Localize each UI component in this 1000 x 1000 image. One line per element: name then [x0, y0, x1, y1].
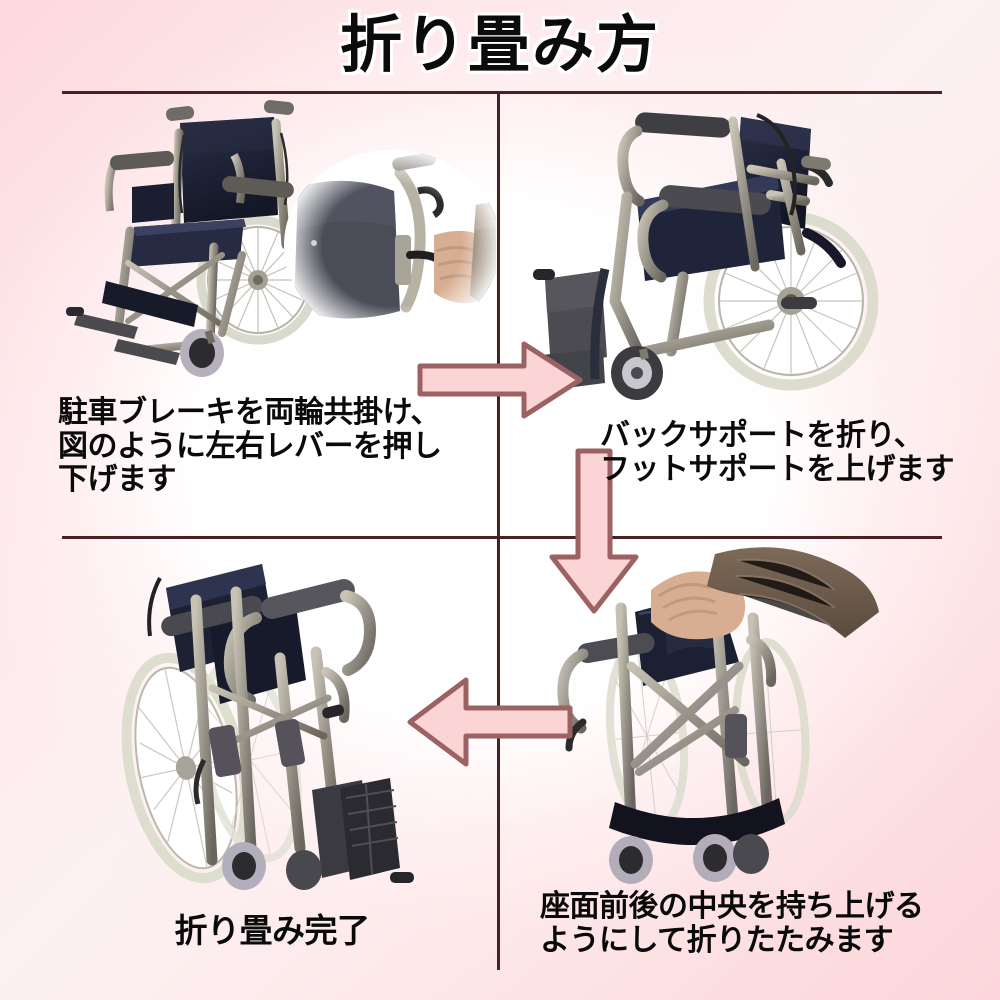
calf-strap: [609, 798, 785, 846]
foot-support-left: [66, 307, 138, 339]
armrest-pads: [161, 579, 377, 706]
arrow-left-icon: [407, 677, 573, 767]
armrest-left: [104, 150, 174, 223]
front-caster: [611, 346, 663, 400]
casters: [609, 834, 769, 884]
calf-strap: [102, 281, 198, 327]
brake-clamp: [725, 714, 747, 758]
axle-nut: [781, 297, 817, 309]
wheelchair-upright-illustration: [66, 100, 496, 377]
armrest-right: [222, 153, 294, 204]
step-1-photo: [62, 95, 496, 535]
brake-cable: [147, 577, 162, 637]
brake-lever-detail-inset: [284, 150, 496, 340]
step-4-photo: [501, 540, 942, 980]
arrow-right-icon: [417, 341, 583, 419]
foot-support-right: [114, 339, 180, 365]
hands-folding-illustration: [557, 547, 879, 884]
back-support: [180, 117, 278, 223]
step-3-caption: 折り畳み完了: [174, 911, 371, 950]
wheelchair-folded-illustration: [121, 564, 414, 890]
rear-caster: [286, 850, 322, 890]
brake-cable-left: [178, 134, 186, 214]
handle-grip-left: [166, 106, 195, 121]
brake-assembly: [147, 577, 306, 805]
front-caster: [180, 329, 224, 377]
divider-top-horizontal: [62, 91, 942, 94]
strap: [802, 228, 846, 268]
brake-cable-right: [279, 132, 289, 206]
foot-plates: [312, 704, 414, 883]
page-title: 折り畳み方: [339, 8, 660, 81]
front-caster: [222, 842, 266, 890]
divider-center-vertical: [497, 93, 500, 970]
step-4-caption: 座面前後の中央を持ち上げる ようにして折りたたみます: [540, 889, 924, 958]
step-3-photo: [62, 540, 496, 980]
handle-grip-right: [263, 100, 294, 115]
step-2-caption: バックサポートを折り、 フットサポートを上げます: [600, 418, 955, 487]
calf-strap: [590, 267, 610, 380]
page-title-bar: 折り畳み方: [0, 2, 1000, 88]
armrest: [557, 632, 655, 734]
arrow-down-icon: [549, 448, 639, 614]
divider-middle-horizontal: [62, 536, 942, 539]
brake-cable: [756, 113, 797, 216]
frame: [609, 116, 820, 359]
hands-and-arm: [651, 547, 879, 640]
step-1-caption: 駐車ブレーキを両輪共掛け、 図のように左右レバーを押し 下げます: [58, 395, 442, 498]
